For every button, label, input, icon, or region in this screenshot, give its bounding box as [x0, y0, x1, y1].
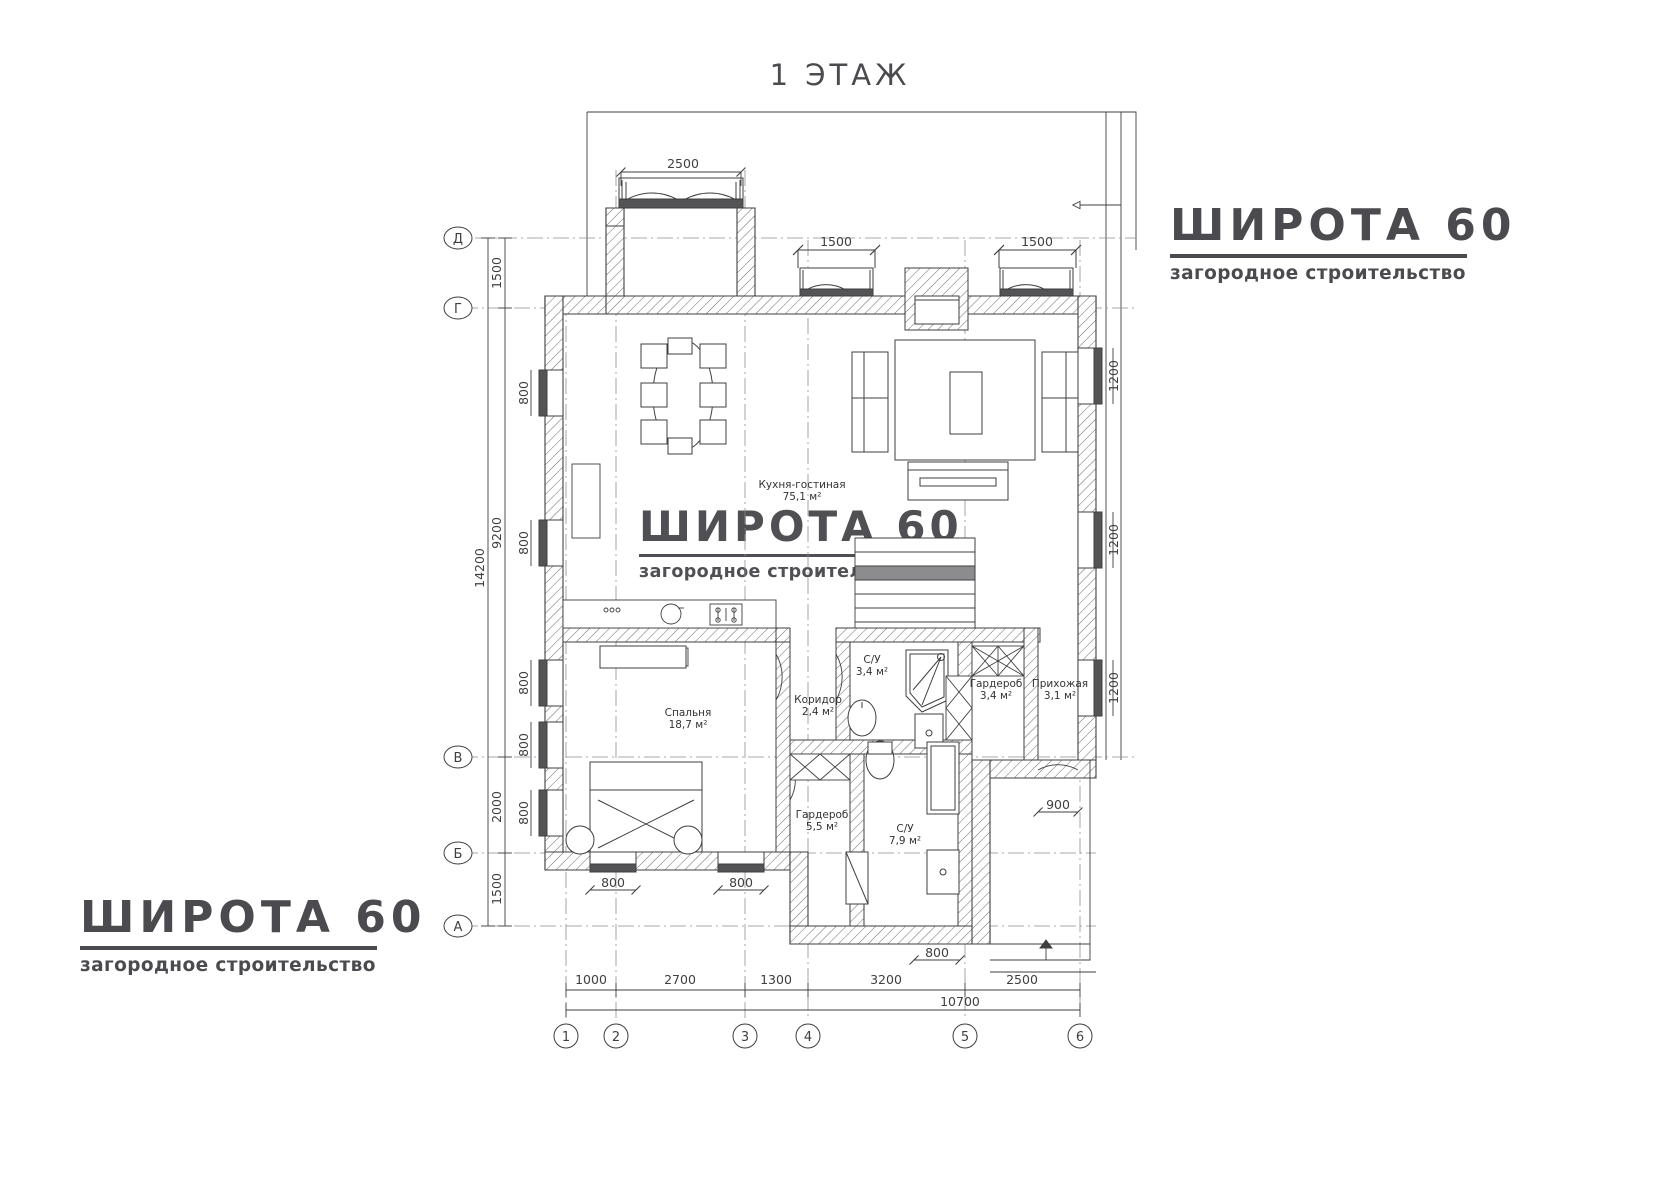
- room-area: 5,5 м²: [806, 821, 838, 833]
- axis-bubble-g: Г: [443, 296, 473, 320]
- axis-bubble-5: 5: [952, 1023, 978, 1049]
- dim-left-4: 1500: [489, 873, 504, 905]
- dim-west-window-3: 800: [516, 671, 531, 695]
- axis-bubble-d: Д: [443, 226, 473, 250]
- room-name: С/У: [896, 823, 914, 835]
- dim-bottom-total: 10700: [940, 994, 980, 1009]
- room-name: С/У: [863, 654, 881, 666]
- axis-label: Д: [453, 232, 463, 247]
- dim-bottom-5: 2500: [1006, 972, 1038, 987]
- logo-name: ШИРОТА 60: [1170, 200, 1517, 251]
- axis-label: 4: [804, 1030, 812, 1045]
- logo-divider: [1170, 254, 1467, 259]
- axis-label: 3: [741, 1030, 749, 1045]
- axis-bubbles-vertical: Д Г В Б А: [443, 226, 473, 938]
- dim-south-window-1: 800: [601, 875, 625, 890]
- page-title: 1 ЭТАЖ: [769, 58, 911, 92]
- dim-west-window-1: 800: [516, 381, 531, 405]
- axis-label: 5: [961, 1030, 969, 1045]
- dim-east-window-1: 1200: [1106, 360, 1121, 392]
- room-name: Прихожая: [1032, 678, 1088, 690]
- room-name: Кухня-гостиная: [758, 479, 845, 491]
- dim-east-window-3: 1200: [1106, 672, 1121, 704]
- axis-label: 1: [562, 1030, 570, 1045]
- room-label-bathroom-small: С/У 3,4 м²: [856, 654, 888, 678]
- logo-name: ШИРОТА 60: [80, 892, 427, 943]
- room-label-entrance-hall: Прихожая 3,1 м²: [1032, 678, 1088, 702]
- dim-porch-width: 2500: [667, 156, 699, 171]
- dim-west-window-5: 800: [516, 801, 531, 825]
- room-area: 3,4 м²: [856, 666, 888, 678]
- dim-north-window-2: 1500: [1021, 234, 1053, 249]
- logo-top-right: ШИРОТА 60 загородное строительство: [1170, 200, 1517, 285]
- axis-bubble-3: 3: [732, 1023, 758, 1049]
- logo-divider: [639, 554, 930, 558]
- room-name: Гардероб: [970, 678, 1023, 690]
- dim-bottom-3: 1300: [760, 972, 792, 987]
- logo-tagline: загородное строительство: [1170, 263, 1466, 285]
- axis-bubble-b: Б: [443, 841, 473, 865]
- room-area: 3,4 м²: [980, 690, 1012, 702]
- room-name: Гардероб: [796, 809, 849, 821]
- dim-left-3: 2000: [489, 791, 504, 823]
- axis-bubble-6: 6: [1067, 1023, 1093, 1049]
- room-label-wardrobe-large: Гардероб 5,5 м²: [796, 809, 849, 833]
- dim-east-window-2: 1200: [1106, 524, 1121, 556]
- axis-bubble-2: 2: [603, 1023, 629, 1049]
- room-name: Спальня: [665, 707, 712, 719]
- room-area: 7,9 м²: [889, 835, 921, 847]
- room-label-corridor: Коридор 2,4 м²: [794, 694, 842, 718]
- axis-bubble-v: В: [443, 745, 473, 769]
- axis-label: В: [454, 751, 463, 766]
- room-area: 3,1 м²: [1044, 690, 1076, 702]
- dim-south-opening: 800: [925, 945, 949, 960]
- dimension-texts: 1000 2700 1300 3200 2500 10700 1500 9200…: [472, 156, 1121, 1009]
- dim-bottom-2: 2700: [664, 972, 696, 987]
- room-area: 75,1 м²: [783, 491, 822, 503]
- axis-label: 6: [1076, 1030, 1084, 1045]
- room-label-bedroom: Спальня 18,7 м²: [665, 707, 712, 731]
- axis-label: А: [454, 920, 463, 935]
- room-label-wardrobe-small: Гардероб 3,4 м²: [970, 678, 1023, 702]
- axis-bubble-1: 1: [553, 1023, 579, 1049]
- dim-south-window-2: 800: [729, 875, 753, 890]
- room-labels: Кухня-гостиная 75,1 м² Спальня 18,7 м² К…: [665, 479, 1088, 847]
- axis-label: 2: [612, 1030, 620, 1045]
- logo-tagline: загородное строительство: [639, 562, 920, 583]
- logo-divider: [80, 946, 377, 951]
- room-name: Коридор: [794, 694, 842, 706]
- logo-watermark: ШИРОТА 60 загородное строительство: [639, 504, 963, 583]
- logo-bottom-left: ШИРОТА 60 загородное строительство: [80, 892, 427, 977]
- axis-label: Б: [454, 847, 463, 862]
- dim-west-window-2: 800: [516, 531, 531, 555]
- axis-bubbles-horizontal: 1 2 3 4 5 6: [553, 1023, 1093, 1049]
- dim-bottom-4: 3200: [870, 972, 902, 987]
- dim-left-total: 14200: [472, 548, 487, 588]
- axis-bubble-4: 4: [795, 1023, 821, 1049]
- dim-north-window-1: 1500: [820, 234, 852, 249]
- room-area: 18,7 м²: [669, 719, 708, 731]
- dim-left-2: 9200: [489, 517, 504, 549]
- dim-bottom-1: 1000: [575, 972, 607, 987]
- dim-west-window-4: 800: [516, 733, 531, 757]
- axis-bubble-a: А: [443, 914, 473, 938]
- room-area: 2,4 м²: [802, 706, 834, 718]
- dim-left-1: 1500: [489, 257, 504, 289]
- logo-tagline: загородное строительство: [80, 955, 376, 977]
- room-label-bathroom-large: С/У 7,9 м²: [889, 823, 921, 847]
- room-label-kitchen-living: Кухня-гостиная 75,1 м²: [758, 479, 845, 503]
- dim-entry-door: 900: [1046, 797, 1070, 812]
- axis-label: Г: [454, 302, 462, 317]
